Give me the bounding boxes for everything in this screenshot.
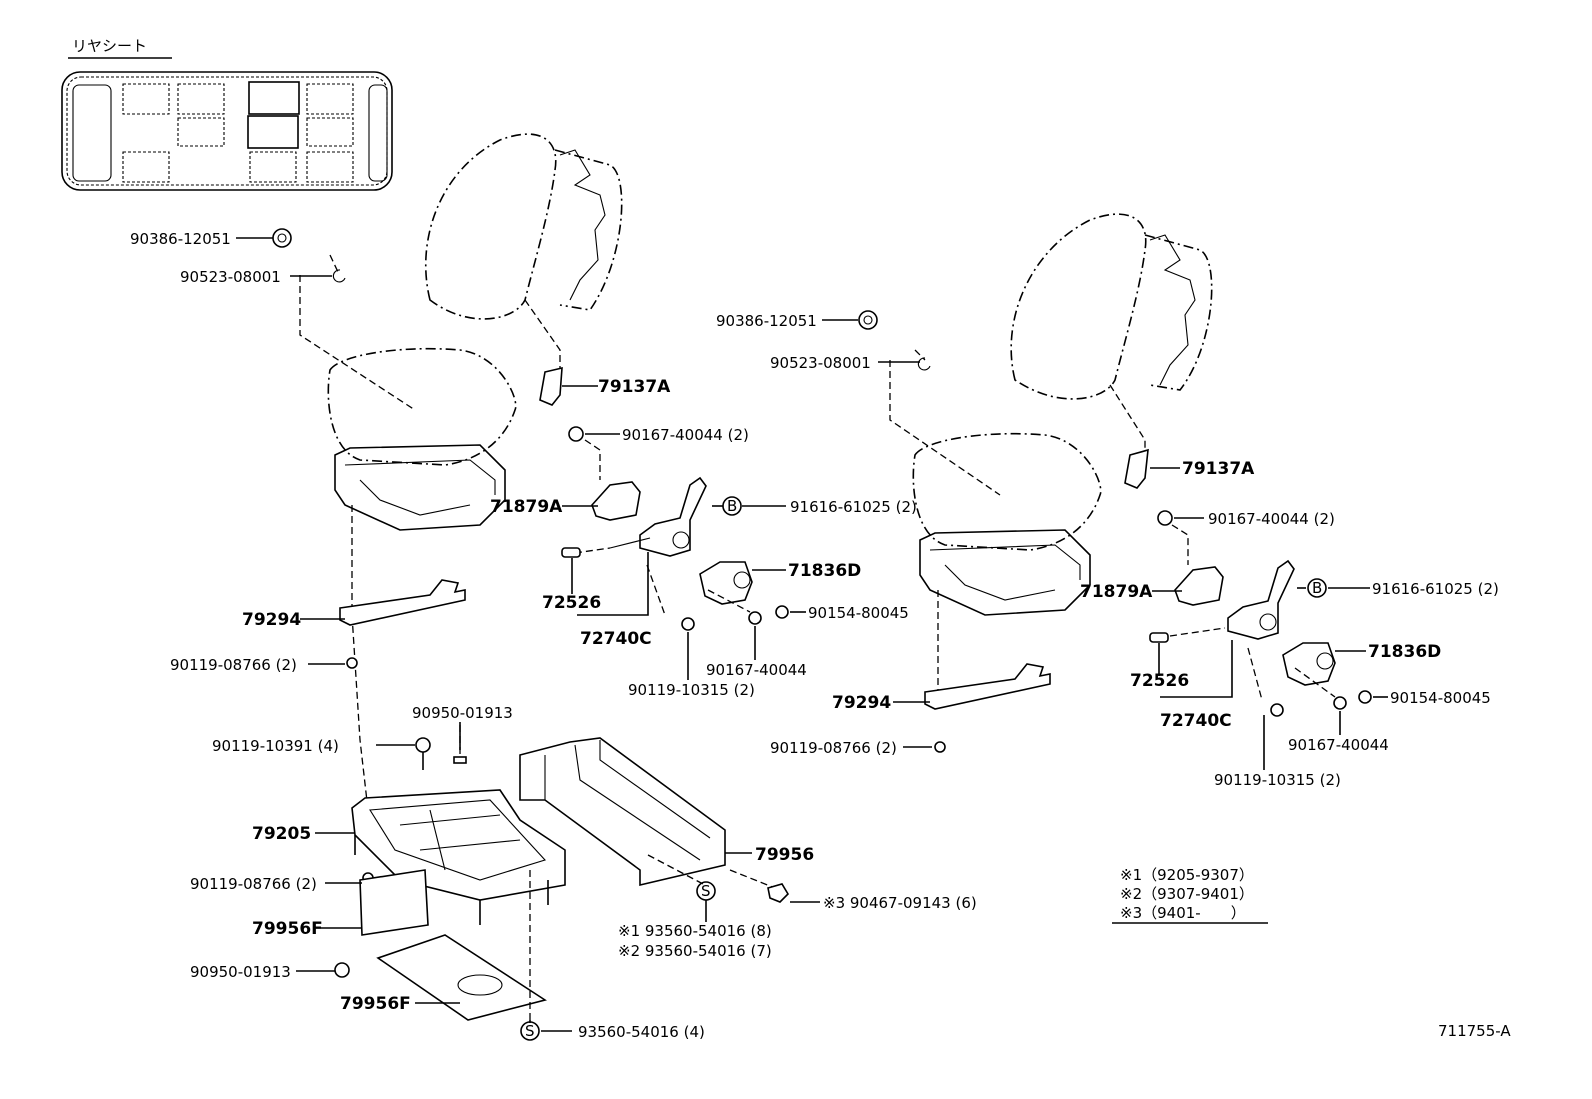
label-90119-08766-b: 90119-08766 (2) [190, 875, 317, 893]
label-71836D-left: 71836D [788, 561, 861, 581]
note-3: ※3（9401- ） [1120, 904, 1246, 922]
label-93560-54016-4: 93560-54016 (4) [578, 1023, 705, 1041]
right-cover-icon [1174, 566, 1224, 606]
label-71836D-right: 71836D [1368, 642, 1441, 662]
label-93560-54016-7: ※2 93560-54016 (7) [618, 942, 772, 960]
label-79137A-left: 79137A [598, 377, 671, 397]
label-90119-08766-c: 90119-08766 (2) [770, 739, 897, 757]
label-91616-61025-right: 91616-61025 (2) [1372, 580, 1499, 598]
label-90119-10391: 90119-10391 (4) [212, 737, 339, 755]
label-79956F-cover: 79956F [340, 994, 411, 1014]
left-seat-cushion [327, 347, 517, 466]
label-79137A-right: 79137A [1182, 459, 1255, 479]
label-71879A-left: 71879A [490, 497, 563, 517]
right-cap-nut-icon [858, 310, 878, 330]
right-recliner-arm-icon [1227, 559, 1295, 640]
label-72740C-left: 72740C [580, 629, 652, 649]
left-plate-79956F-icon [359, 869, 429, 936]
label-72740C-right: 72740C [1160, 711, 1232, 731]
label-90167-40044-2-right: 90167-40044 (2) [1208, 510, 1335, 528]
label-90167-40044-left: 90167-40044 [706, 661, 807, 679]
marker-s-box: S [701, 882, 711, 900]
left-bolt-top-icon [568, 426, 584, 442]
label-90467-09143: ※3 90467-09143 (6) [823, 894, 977, 912]
marker-s-bottom: S [525, 1022, 535, 1040]
right-bolt-top-icon [1157, 510, 1173, 526]
inset-seat-blocks [122, 81, 354, 183]
left-recliner-arm-icon [639, 476, 707, 557]
label-90523-08001-left: 90523-08001 [180, 268, 281, 286]
left-cover-icon [591, 481, 641, 521]
left-bolt-09143-icon [767, 883, 790, 903]
right-seat-pan [919, 529, 1091, 616]
seat-location-inset: リヤシート [61, 37, 393, 191]
circle-markers [520, 496, 1327, 1041]
label-90154-80045-left: 90154-80045 [808, 604, 909, 622]
left-cover-plate-79956F-icon [376, 934, 547, 1021]
note-1: ※1（9205-9307） [1120, 866, 1254, 884]
label-79294-right: 79294 [832, 693, 891, 713]
label-79294-left: 79294 [242, 610, 301, 630]
label-93560-54016-8: ※1 93560-54016 (8) [618, 922, 772, 940]
left-clip-icon [332, 269, 346, 283]
label-90386-12051-right: 90386-12051 [716, 312, 817, 330]
left-seat-pan [334, 444, 506, 531]
right-knob-icon [1149, 632, 1169, 643]
label-79205: 79205 [252, 824, 311, 844]
right-seat-cushion [912, 432, 1102, 551]
part-labels: 90386-12051 90523-08001 79137A 90167-400… [130, 230, 1499, 1041]
left-seat-back [424, 133, 557, 320]
label-90386-12051-left: 90386-12051 [130, 230, 231, 248]
leader-lines [236, 237, 1388, 1032]
label-79956F-plate: 79956F [252, 919, 323, 939]
date-notes: ※1（9205-9307） ※2（9307-9401） ※3（9401- ） [1112, 866, 1268, 924]
label-72526-left: 72526 [542, 593, 601, 613]
left-bracket-79294-icon [339, 579, 466, 626]
marker-b-right: B [1312, 579, 1322, 597]
label-90119-10315-left: 90119-10315 (2) [628, 681, 755, 699]
right-hinge-cover-icon [1124, 448, 1149, 489]
right-clip-icon [917, 357, 931, 371]
label-90950-01913-b: 90950-01913 [190, 963, 291, 981]
label-90154-80045-right: 90154-80045 [1390, 689, 1491, 707]
inset-title: リヤシート [72, 37, 147, 55]
left-knob-icon [561, 547, 581, 558]
label-90950-01913-a: 90950-01913 [412, 704, 513, 722]
label-90119-08766-a: 90119-08766 (2) [170, 656, 297, 674]
left-adjuster-icon [699, 561, 753, 605]
left-seat-assembly [272, 133, 790, 1021]
note-2: ※2（9307-9401） [1120, 885, 1254, 903]
label-90119-10315-right: 90119-10315 (2) [1214, 771, 1341, 789]
right-seat-back [1010, 213, 1147, 400]
label-90523-08001-right: 90523-08001 [770, 354, 871, 372]
label-71879A-right: 71879A [1080, 582, 1153, 602]
label-90167-40044-right: 90167-40044 [1288, 736, 1389, 754]
left-box-79956-icon [519, 737, 726, 887]
marker-b-left: B [727, 497, 737, 515]
right-seat-assembly [858, 213, 1372, 753]
left-hinge-cover-icon [539, 366, 563, 406]
label-72526-right: 72526 [1130, 671, 1189, 691]
label-79956: 79956 [755, 845, 814, 865]
label-91616-61025-left: 91616-61025 (2) [790, 498, 917, 516]
figure-code: 711755-A [1438, 1022, 1511, 1040]
right-bracket-79294-icon [924, 663, 1051, 710]
left-cap-nut-icon [272, 228, 292, 248]
label-90167-40044-2-left: 90167-40044 (2) [622, 426, 749, 444]
